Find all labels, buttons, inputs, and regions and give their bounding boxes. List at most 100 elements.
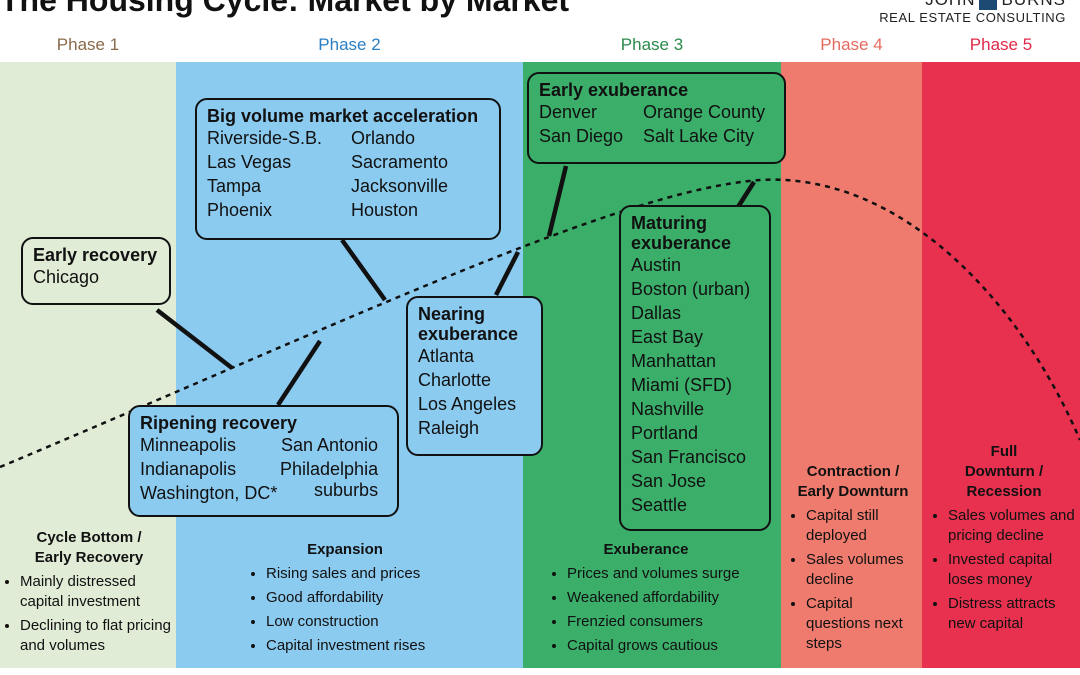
phase-heading-line1: Full [990, 443, 1018, 460]
market-label: Miami (SFD) [631, 375, 732, 395]
box-ripening-recovery: Ripening recovery Minneapolis Indianapol… [128, 405, 399, 517]
logo-word-left: JOHN [925, 0, 975, 9]
market-label: Nashville [631, 399, 705, 419]
phase-3-description: Exuberance Prices and volumes surge Weak… [551, 540, 773, 660]
phase-1-label: Phase 1 [56, 35, 120, 54]
connector-maturing [736, 180, 756, 209]
bullet-item: Capital still deployed [806, 506, 916, 546]
bullet-item: Rising sales and prices [266, 564, 490, 584]
market-label: Austin [631, 255, 682, 275]
market-label: Tampa [207, 176, 262, 196]
market-label: Jacksonville [351, 176, 449, 196]
bullet-item: Weakened affordability [567, 588, 773, 608]
market-label: Riverside-S.B. [207, 128, 323, 148]
phase-heading: Exuberance [603, 541, 689, 558]
bullet-item: Declining to flat pricing and volumes [20, 616, 174, 656]
market-label: Los Angeles [418, 394, 517, 414]
market-label: Orlando [351, 128, 416, 148]
phase-2-label: Phase 2 [318, 35, 381, 54]
phase-4-label: Phase 4 [820, 35, 883, 54]
bullet-item: Capital questions next steps [806, 594, 916, 654]
market-label: Indianapolis [140, 459, 237, 479]
market-label: Charlotte [418, 370, 492, 390]
market-label: Philadelphia [280, 459, 379, 479]
box-maturing-exuberance: Maturing exuberance Austin Boston (urban… [619, 205, 771, 531]
market-label: Atlanta [418, 346, 475, 366]
box-title-line2: exuberance [418, 324, 519, 344]
market-label: Houston [351, 200, 419, 220]
phase-4-band [781, 62, 922, 668]
box-early-recovery: Early recovery Chicago [21, 237, 171, 305]
phase-heading-line1: Contraction / [806, 463, 900, 480]
phase-5-label: Phase 5 [969, 35, 1033, 54]
logo-mark-icon [979, 0, 998, 10]
box-title-line2: exuberance [631, 233, 732, 253]
market-label: Salt Lake City [643, 126, 755, 146]
bullet-item: Low construction [266, 612, 490, 632]
phase-2-description: Expansion Rising sales and prices Good a… [250, 540, 490, 660]
logo-subtitle: REAL ESTATE CONSULTING [879, 10, 1066, 25]
market-label: East Bay [631, 327, 704, 347]
connector-big-volume [340, 238, 387, 302]
phase-5-description: Full Downturn / Recession Sales volumes … [932, 442, 1076, 638]
connector-nearing [493, 250, 521, 297]
market-label: Orange County [643, 102, 766, 122]
box-title-line1: Nearing [418, 304, 486, 324]
connector-early-exuberance [546, 165, 569, 237]
phase-heading-line2: Early Recovery [34, 549, 144, 566]
market-label: Boston (urban) [631, 279, 751, 299]
bullet-item: Good affordability [266, 588, 490, 608]
phase-heading-line2: Downturn / [964, 463, 1044, 480]
market-label: Phoenix [207, 200, 273, 220]
phase-3-label: Phase 3 [620, 35, 684, 54]
market-label: San Antonio [280, 435, 379, 455]
market-label: Chicago [33, 267, 100, 287]
box-title: Early recovery [33, 245, 158, 265]
market-label: San Diego [539, 126, 624, 146]
phase-heading-line3: Recession [966, 483, 1042, 500]
bullet-item: Sales volumes decline [806, 550, 916, 590]
box-title: Early exuberance [539, 80, 689, 100]
box-nearing-exuberance: Nearing exuberance Atlanta Charlotte Los… [406, 296, 543, 456]
box-title: Big volume market acceleration [207, 106, 479, 126]
market-label: San Jose [631, 471, 707, 491]
phase-5-band [922, 62, 1080, 668]
market-label: Seattle [631, 495, 688, 515]
connector-early-recovery [155, 308, 234, 370]
phase-heading-line2: Early Downturn [797, 483, 909, 500]
market-label: Washington, DC* [140, 483, 278, 503]
market-label: suburbs [314, 480, 379, 500]
market-label: Portland [631, 423, 699, 443]
cycle-curve [0, 178, 1080, 469]
connector-ripening [276, 339, 322, 407]
bullet-item: Distress attracts new capital [948, 594, 1076, 634]
phase-heading: Expansion [307, 541, 383, 558]
box-title: Ripening recovery [140, 413, 298, 433]
box-title-line1: Maturing [631, 213, 707, 233]
box-early-exuberance: Early exuberance Denver San Diego Orange… [527, 72, 786, 164]
company-logo: JOHN BURNS REAL ESTATE CONSULTING [879, 0, 1066, 25]
market-label: Sacramento [351, 152, 449, 172]
market-label: Dallas [631, 303, 682, 323]
box-big-volume: Big volume market acceleration Riverside… [195, 98, 501, 240]
bullet-item: Prices and volumes surge [567, 564, 773, 584]
phase-heading-line1: Cycle Bottom / [36, 529, 142, 546]
market-label: Denver [539, 102, 598, 122]
page-title: The Housing Cycle: Market by Market [0, 0, 570, 18]
bullet-item: Capital investment rises [266, 636, 490, 656]
market-label: Manhattan [631, 351, 717, 371]
phase-1-description: Cycle Bottom / Early Recovery Mainly dis… [4, 528, 174, 660]
bullet-item: Mainly distressed capital investment [20, 572, 174, 612]
bullet-item: Capital grows cautious [567, 636, 773, 656]
market-label: San Francisco [631, 447, 747, 467]
logo-word-right: BURNS [1001, 0, 1066, 9]
bullet-item: Invested capital loses money [948, 550, 1076, 590]
phase-1-band [0, 62, 176, 668]
bullet-item: Frenzied consumers [567, 612, 773, 632]
market-label: Raleigh [418, 418, 480, 438]
phase-4-description: Contraction / Early Downturn Capital sti… [790, 462, 916, 658]
market-label: Minneapolis [140, 435, 237, 455]
market-label: Las Vegas [207, 152, 292, 172]
bullet-item: Sales volumes and pricing decline [948, 506, 1076, 546]
